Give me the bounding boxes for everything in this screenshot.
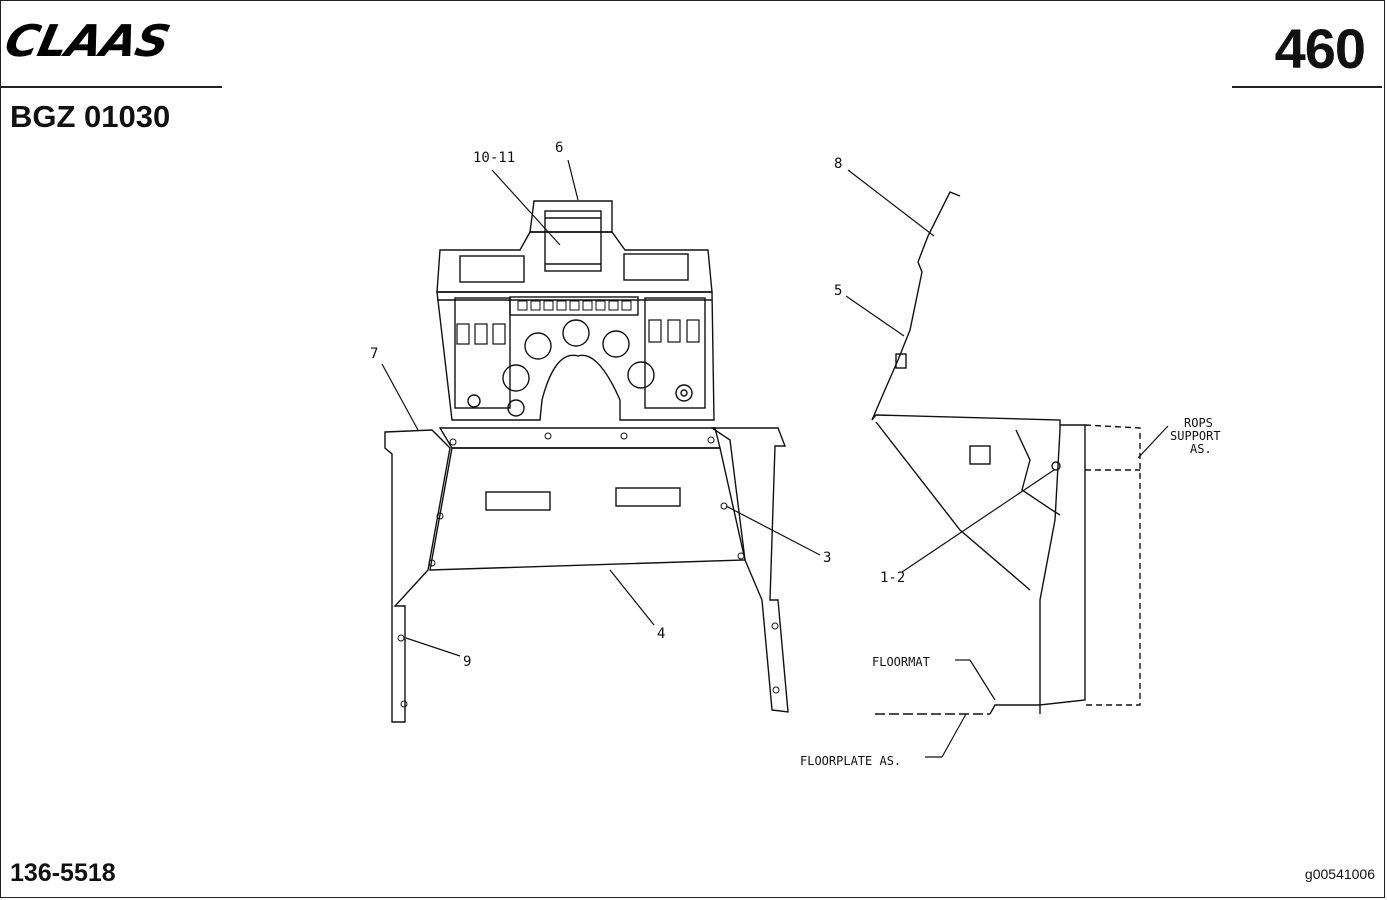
- callout-floorplate: FLOORPLATE AS.: [800, 754, 901, 768]
- logo-divider: [0, 86, 222, 88]
- side-view-assembly: [845, 169, 1169, 758]
- panel-top-housing: [436, 231, 713, 293]
- side-bracket-left: [384, 429, 451, 723]
- lower-panel-slot-right: [615, 487, 681, 507]
- gauge-right: [602, 330, 630, 358]
- console-side-box: [895, 353, 907, 369]
- callout-floormat: FLOORMAT: [872, 655, 930, 669]
- display-pod: [529, 200, 613, 233]
- lower-panel-slot-left: [485, 491, 551, 511]
- lower-panel-4: [429, 447, 746, 571]
- page-number: 460: [1274, 17, 1366, 80]
- console-access-cover: [969, 445, 991, 465]
- floor-top-edge: [871, 414, 1061, 430]
- cutout-edge: [1015, 429, 1061, 516]
- panel-window-left: [459, 255, 525, 283]
- mount-bracket-top: [438, 427, 721, 449]
- callout-5: 5: [834, 283, 842, 299]
- left-switch-bank: [454, 297, 511, 409]
- gauge-small: [507, 399, 525, 417]
- gauge-left: [524, 332, 552, 360]
- leader-lines-left: [381, 159, 821, 657]
- right-switch-bank: [644, 297, 706, 409]
- rops-support: [1084, 424, 1141, 706]
- gauge-top: [562, 319, 590, 347]
- callout-8: 8: [834, 156, 842, 172]
- leader-lines-right: [845, 169, 1169, 758]
- panel-window-right: [623, 253, 689, 281]
- dash-face: [436, 291, 715, 421]
- callout-7: 7: [370, 346, 378, 362]
- gauge-lower-left: [502, 364, 530, 392]
- warning-lamps: [517, 300, 632, 311]
- key-switch-center: [680, 389, 688, 397]
- callout-6: 6: [555, 140, 563, 156]
- model-code: BGZ 01030: [10, 99, 171, 134]
- floormat: [989, 704, 1041, 715]
- callout-3: 3: [823, 550, 831, 566]
- console-lower-edge: [875, 421, 1031, 591]
- side-bracket-right: [709, 427, 789, 713]
- throttle-knob: [467, 394, 481, 408]
- display-screen: [544, 210, 602, 272]
- warning-lamp-strip: [509, 296, 639, 316]
- callout-9: 9: [463, 654, 471, 670]
- rops-post: [1039, 424, 1086, 706]
- key-switch: [675, 384, 693, 402]
- page-number-divider: [1232, 86, 1382, 88]
- callout-4: 4: [657, 626, 665, 642]
- callout-rops-line3: AS.: [1190, 442, 1212, 456]
- gauge-lower-right: [627, 361, 655, 389]
- console-side-profile-5: [871, 191, 961, 421]
- callout-rops-line1: ROPS: [1184, 416, 1213, 430]
- callout-1-2: 1-2: [880, 570, 905, 586]
- part-number: 136-5518: [10, 859, 116, 887]
- callout-rops-line2: SUPPORT: [1170, 429, 1221, 443]
- image-id: g00541006: [1304, 866, 1375, 882]
- fastener-1-2: [1051, 461, 1061, 471]
- instrument-panel-assembly: [381, 159, 821, 723]
- callout-10-11: 10-11: [473, 150, 515, 166]
- rocker-switches: [456, 319, 700, 345]
- bolts: [397, 432, 780, 708]
